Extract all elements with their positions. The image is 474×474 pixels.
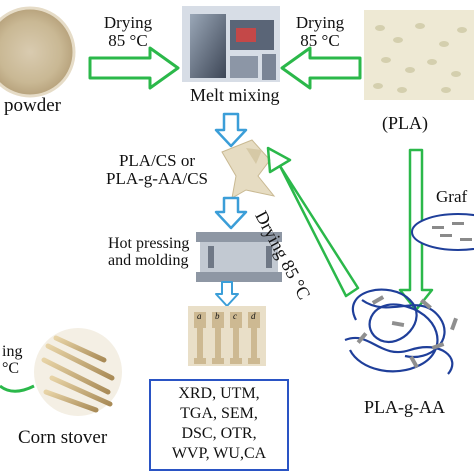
green-arrow-plagaa-to-composite — [266, 146, 360, 298]
composite-label: PLA/CS or PLA-g-AA/CS — [92, 152, 222, 188]
melt-mixer-image — [182, 6, 280, 82]
blue-arrow-mixer-to-composite — [214, 112, 248, 148]
specimen-mark-c: c — [233, 311, 237, 321]
drying-bottom-left-label: ing °C — [2, 343, 23, 378]
tests-line1: XRD, UTM, — [178, 385, 260, 402]
corn-stover-image — [34, 328, 122, 416]
blue-arrow-composite-to-press — [214, 196, 248, 230]
graft-label: Graf — [436, 187, 468, 206]
powder-label: powder — [4, 95, 61, 116]
tests-box — [149, 379, 289, 471]
green-arrow-powder-to-mixer — [88, 46, 180, 90]
hot-pressing-line1: Hot pressing — [108, 235, 190, 252]
hot-press-mold-image — [196, 232, 282, 282]
composite-line1: PLA/CS or — [118, 151, 196, 170]
graft-oval — [411, 213, 474, 251]
pla-label: (PLA) — [382, 113, 428, 133]
specimen-mark-a: a — [197, 311, 202, 321]
drying-left-line2: 85 °C — [108, 30, 148, 50]
composite-line2: PLA-g-AA/CS — [105, 168, 208, 188]
powder-image — [0, 6, 76, 98]
specimen-mark-b: b — [215, 311, 220, 321]
green-arrow-stover — [0, 384, 35, 393]
tests-list: XRD, UTM, TGA, SEM, DSC, OTR, WVP, WU,CA — [150, 384, 288, 464]
green-arrow-pla-to-mixer — [280, 46, 362, 90]
corn-stover-label: Corn stover — [18, 427, 108, 448]
composite-pieces-image — [221, 139, 276, 199]
tests-line2: TGA, SEM, — [180, 405, 258, 422]
blue-arrow-press-to-specimens — [215, 281, 239, 307]
drying-bottom-left-line2: °C — [2, 359, 20, 377]
specimen-mark-d: d — [251, 311, 256, 321]
drying-right-line2: 85 °C — [300, 30, 340, 50]
pla-g-aa-polymer — [344, 288, 454, 375]
drying-right-line1: Drying — [295, 13, 345, 32]
pla-g-aa-grafts — [356, 295, 458, 369]
melt-mixing-label: Melt mixing — [190, 85, 280, 105]
hot-pressing-line2: and molding — [108, 251, 189, 269]
specimens-image — [188, 306, 266, 366]
drying-left-label: Drying 85 °C — [96, 14, 160, 50]
drying-bottom-left-line1: ing — [2, 343, 23, 360]
hot-pressing-label: Hot pressing and molding — [108, 235, 190, 270]
pla-pellets-image — [364, 10, 474, 100]
tests-line3: DSC, OTR, — [181, 425, 257, 442]
drying-left-line1: Drying — [103, 13, 153, 32]
tests-line4: WVP, WU,CA — [171, 445, 267, 462]
drying-right-label: Drying 85 °C — [288, 14, 352, 50]
pla-g-aa-label: PLA-g-AA — [364, 397, 445, 417]
